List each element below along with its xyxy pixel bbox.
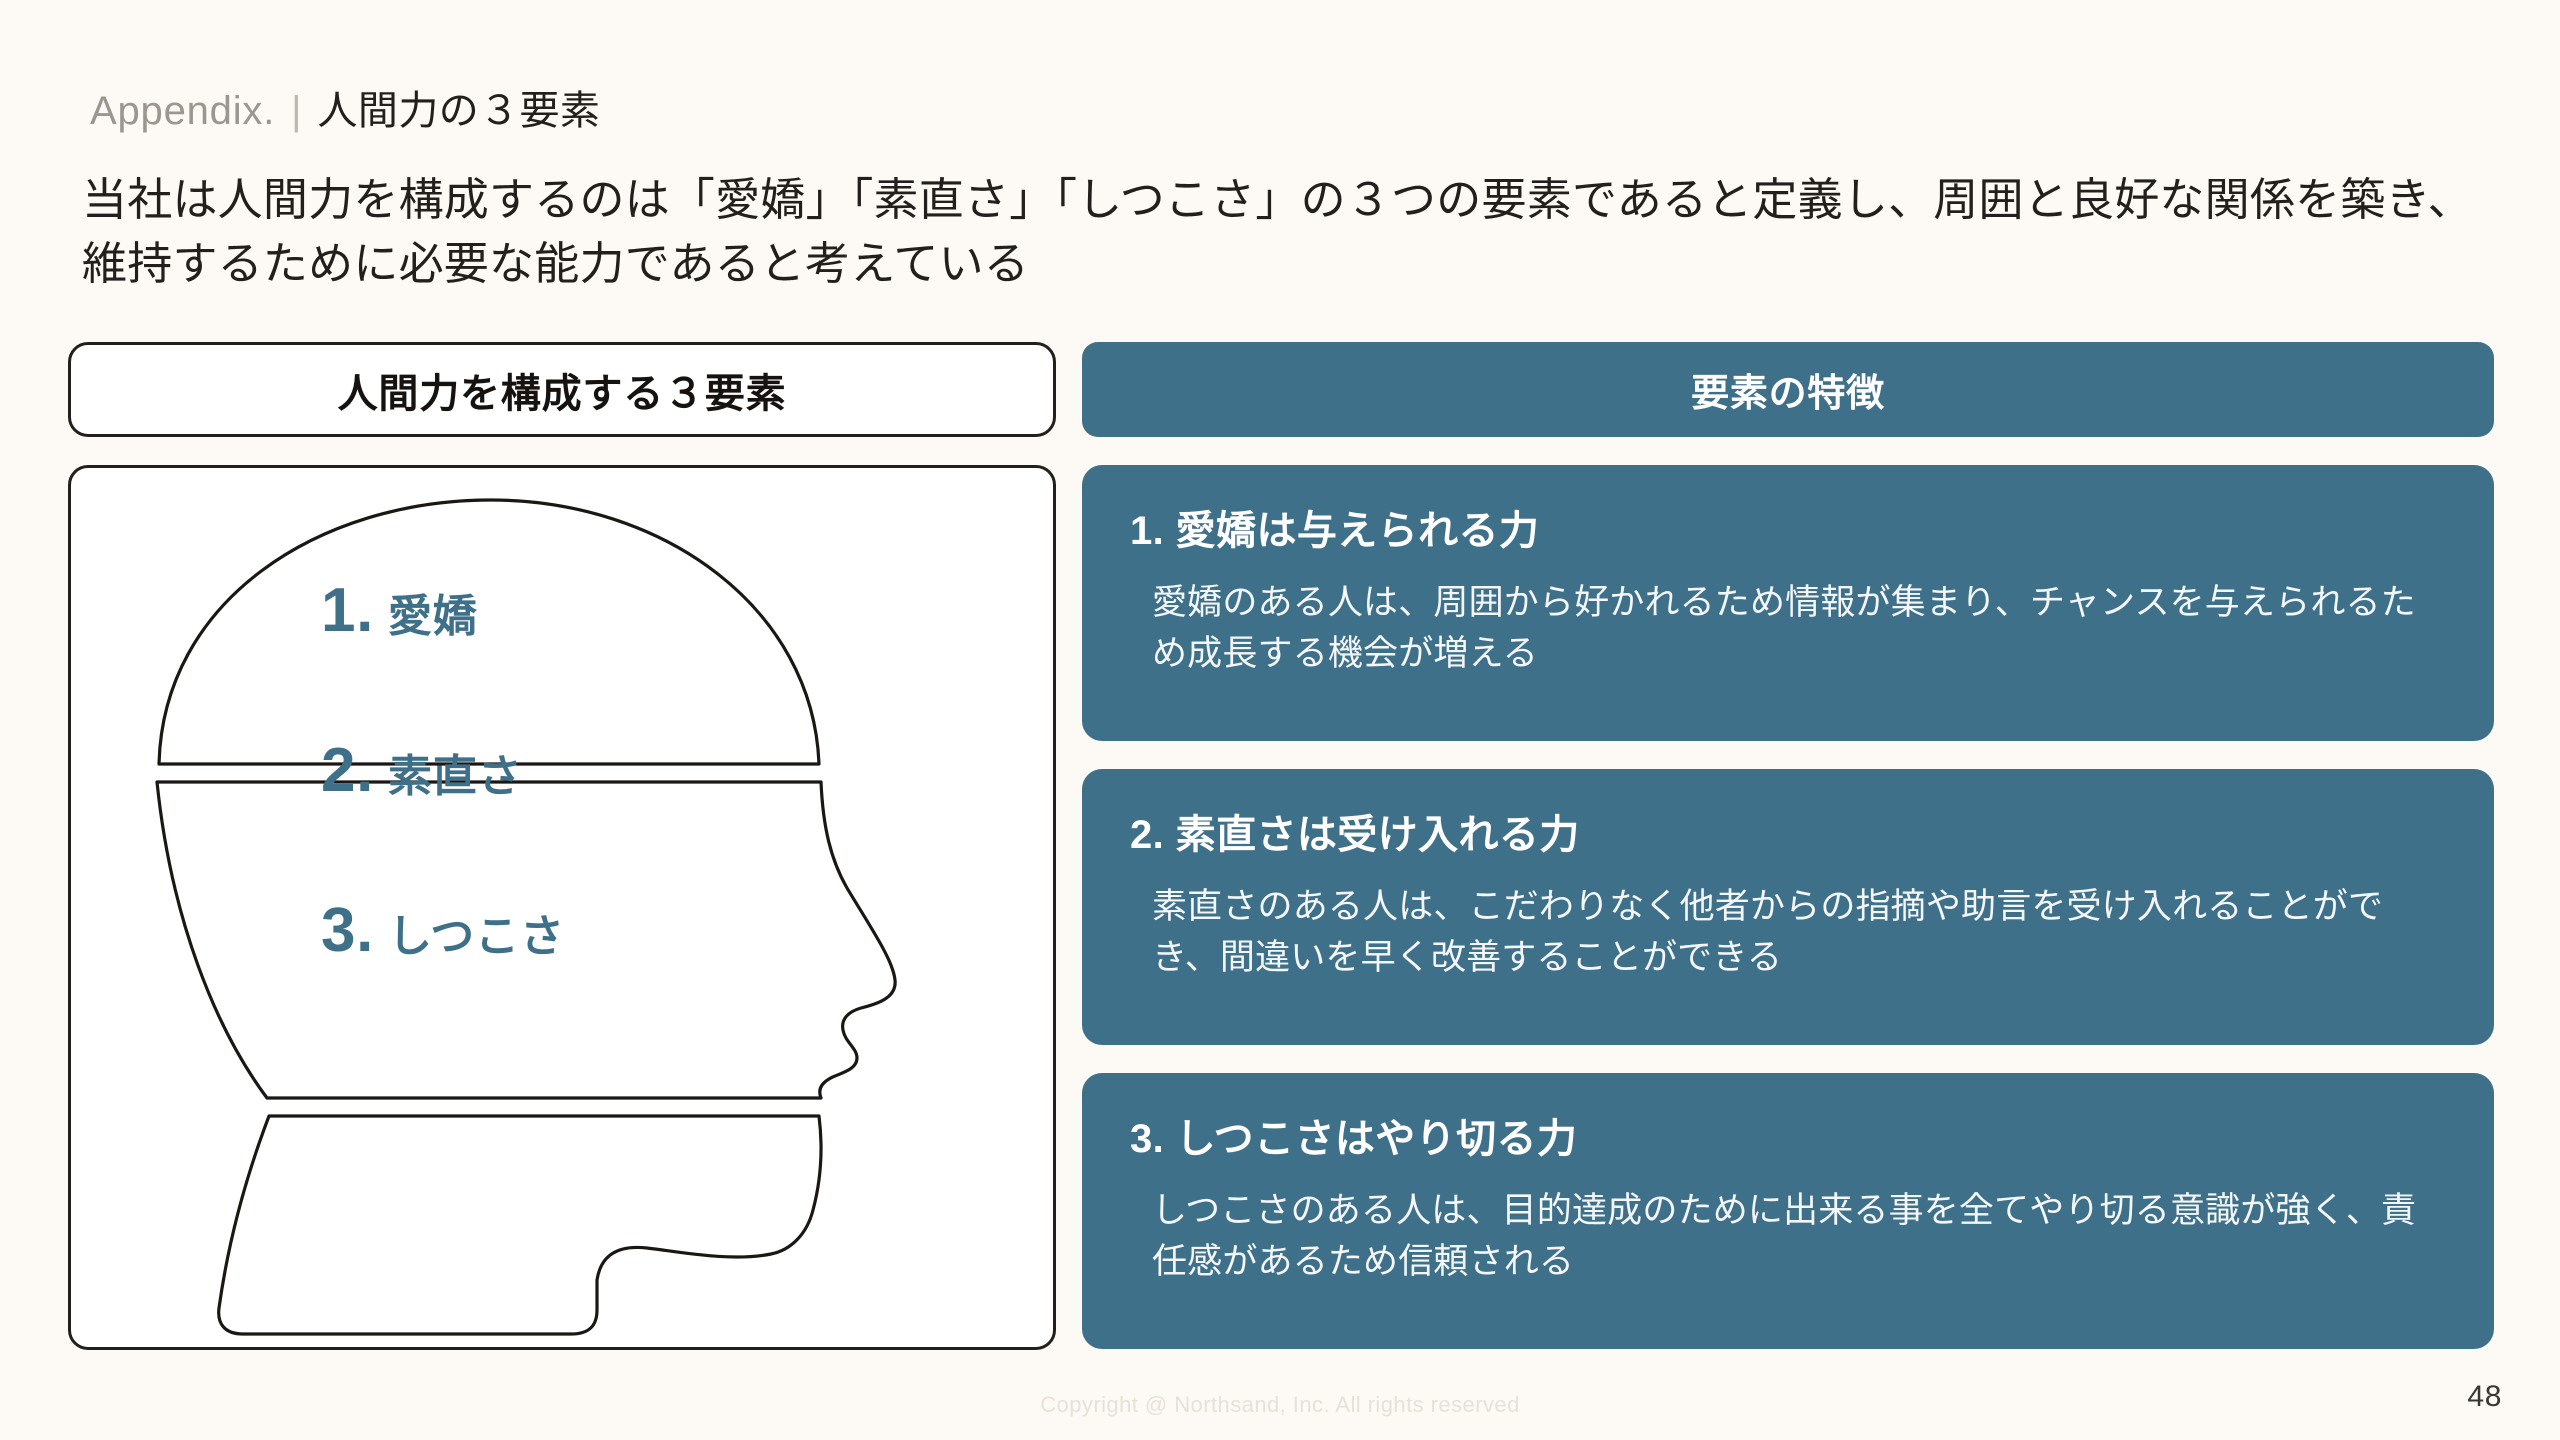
- left-panel-header: 人間力を構成する３要素: [68, 342, 1056, 437]
- head-segment-3-label: 3. しつこさ: [321, 900, 565, 962]
- head-segment-3-shape: [217, 1114, 823, 1336]
- right-panel-header-label: 要素の特徴: [1691, 373, 1885, 415]
- feature-card-title: 1. 愛嬌は与えられる力: [1130, 509, 1540, 553]
- head-segment-2-shape: [155, 780, 897, 1100]
- slide-header: Appendix. | 人間力の３要素: [90, 78, 600, 136]
- head-segment-2-label: 2. 素直さ: [321, 740, 523, 802]
- lead-paragraph: 当社は人間力を構成するのは「愛嬌」「素直さ」「しつこさ」の３つの要素であると定義…: [82, 174, 2473, 289]
- feature-card: 1. 愛嬌は与えられる力 愛嬌のある人は、周囲から好かれるため情報が集まり、チャ…: [1082, 465, 2494, 741]
- feature-card-body: 素直さのある人は、こだわりなく他者からの指摘や助言を受け入れることができ、間違い…: [1152, 887, 2384, 978]
- feature-card: 3. しつこさはやり切る力 しつこさのある人は、目的達成のために出来る事を全てや…: [1082, 1073, 2494, 1349]
- head-segment-3-number: 3.: [321, 896, 374, 965]
- right-panel-header: 要素の特徴: [1082, 342, 2494, 437]
- head-segment-1-word: 愛嬌: [387, 592, 478, 641]
- feature-card-body: 愛嬌のある人は、周囲から好かれるため情報が集まり、チャンスを与えられるため成長す…: [1152, 583, 2416, 674]
- head-segment-1-number: 1.: [321, 576, 374, 645]
- feature-card-title: 2. 素直さは受け入れる力: [1130, 813, 1580, 857]
- head-segment-1-label: 1. 愛嬌: [321, 580, 478, 642]
- left-panel-body: 1. 愛嬌 2. 素直さ 3. しつこさ: [68, 465, 1056, 1350]
- feature-card: 2. 素直さは受け入れる力 素直さのある人は、こだわりなく他者からの指摘や助言を…: [1082, 769, 2494, 1045]
- left-panel-header-label: 人間力を構成する３要素: [337, 371, 787, 416]
- feature-card-list: 1. 愛嬌は与えられる力 愛嬌のある人は、周囲から好かれるため情報が集まり、チャ…: [1082, 465, 2494, 1349]
- right-column: 要素の特徴 1. 愛嬌は与えられる力 愛嬌のある人は、周囲から好かれるため情報が…: [1082, 342, 2494, 1349]
- page-number: 48: [2467, 1380, 2502, 1413]
- header-separator: |: [291, 89, 302, 133]
- footer-copyright: Copyright @ Northsand, Inc. All rights r…: [1040, 1392, 1520, 1417]
- header-eyebrow: Appendix.: [90, 89, 276, 133]
- page-title: 人間力の３要素: [317, 89, 601, 133]
- head-segment-3-word: しつこさ: [387, 912, 565, 961]
- head-segment-2-word: 素直さ: [387, 752, 523, 801]
- head-profile-icon: [155, 498, 897, 1336]
- head-segment-1-shape: [157, 498, 821, 766]
- feature-card-body: しつこさのある人は、目的達成のために出来る事を全てやり切る意識が強く、責任感があ…: [1152, 1191, 2417, 1282]
- left-column: 人間力を構成する３要素 1. 愛嬌 2. 素直さ 3. しつこさ: [68, 342, 1056, 1350]
- feature-card-title: 3. しつこさはやり切る力: [1130, 1117, 1578, 1161]
- head-segment-2-number: 2.: [321, 736, 374, 805]
